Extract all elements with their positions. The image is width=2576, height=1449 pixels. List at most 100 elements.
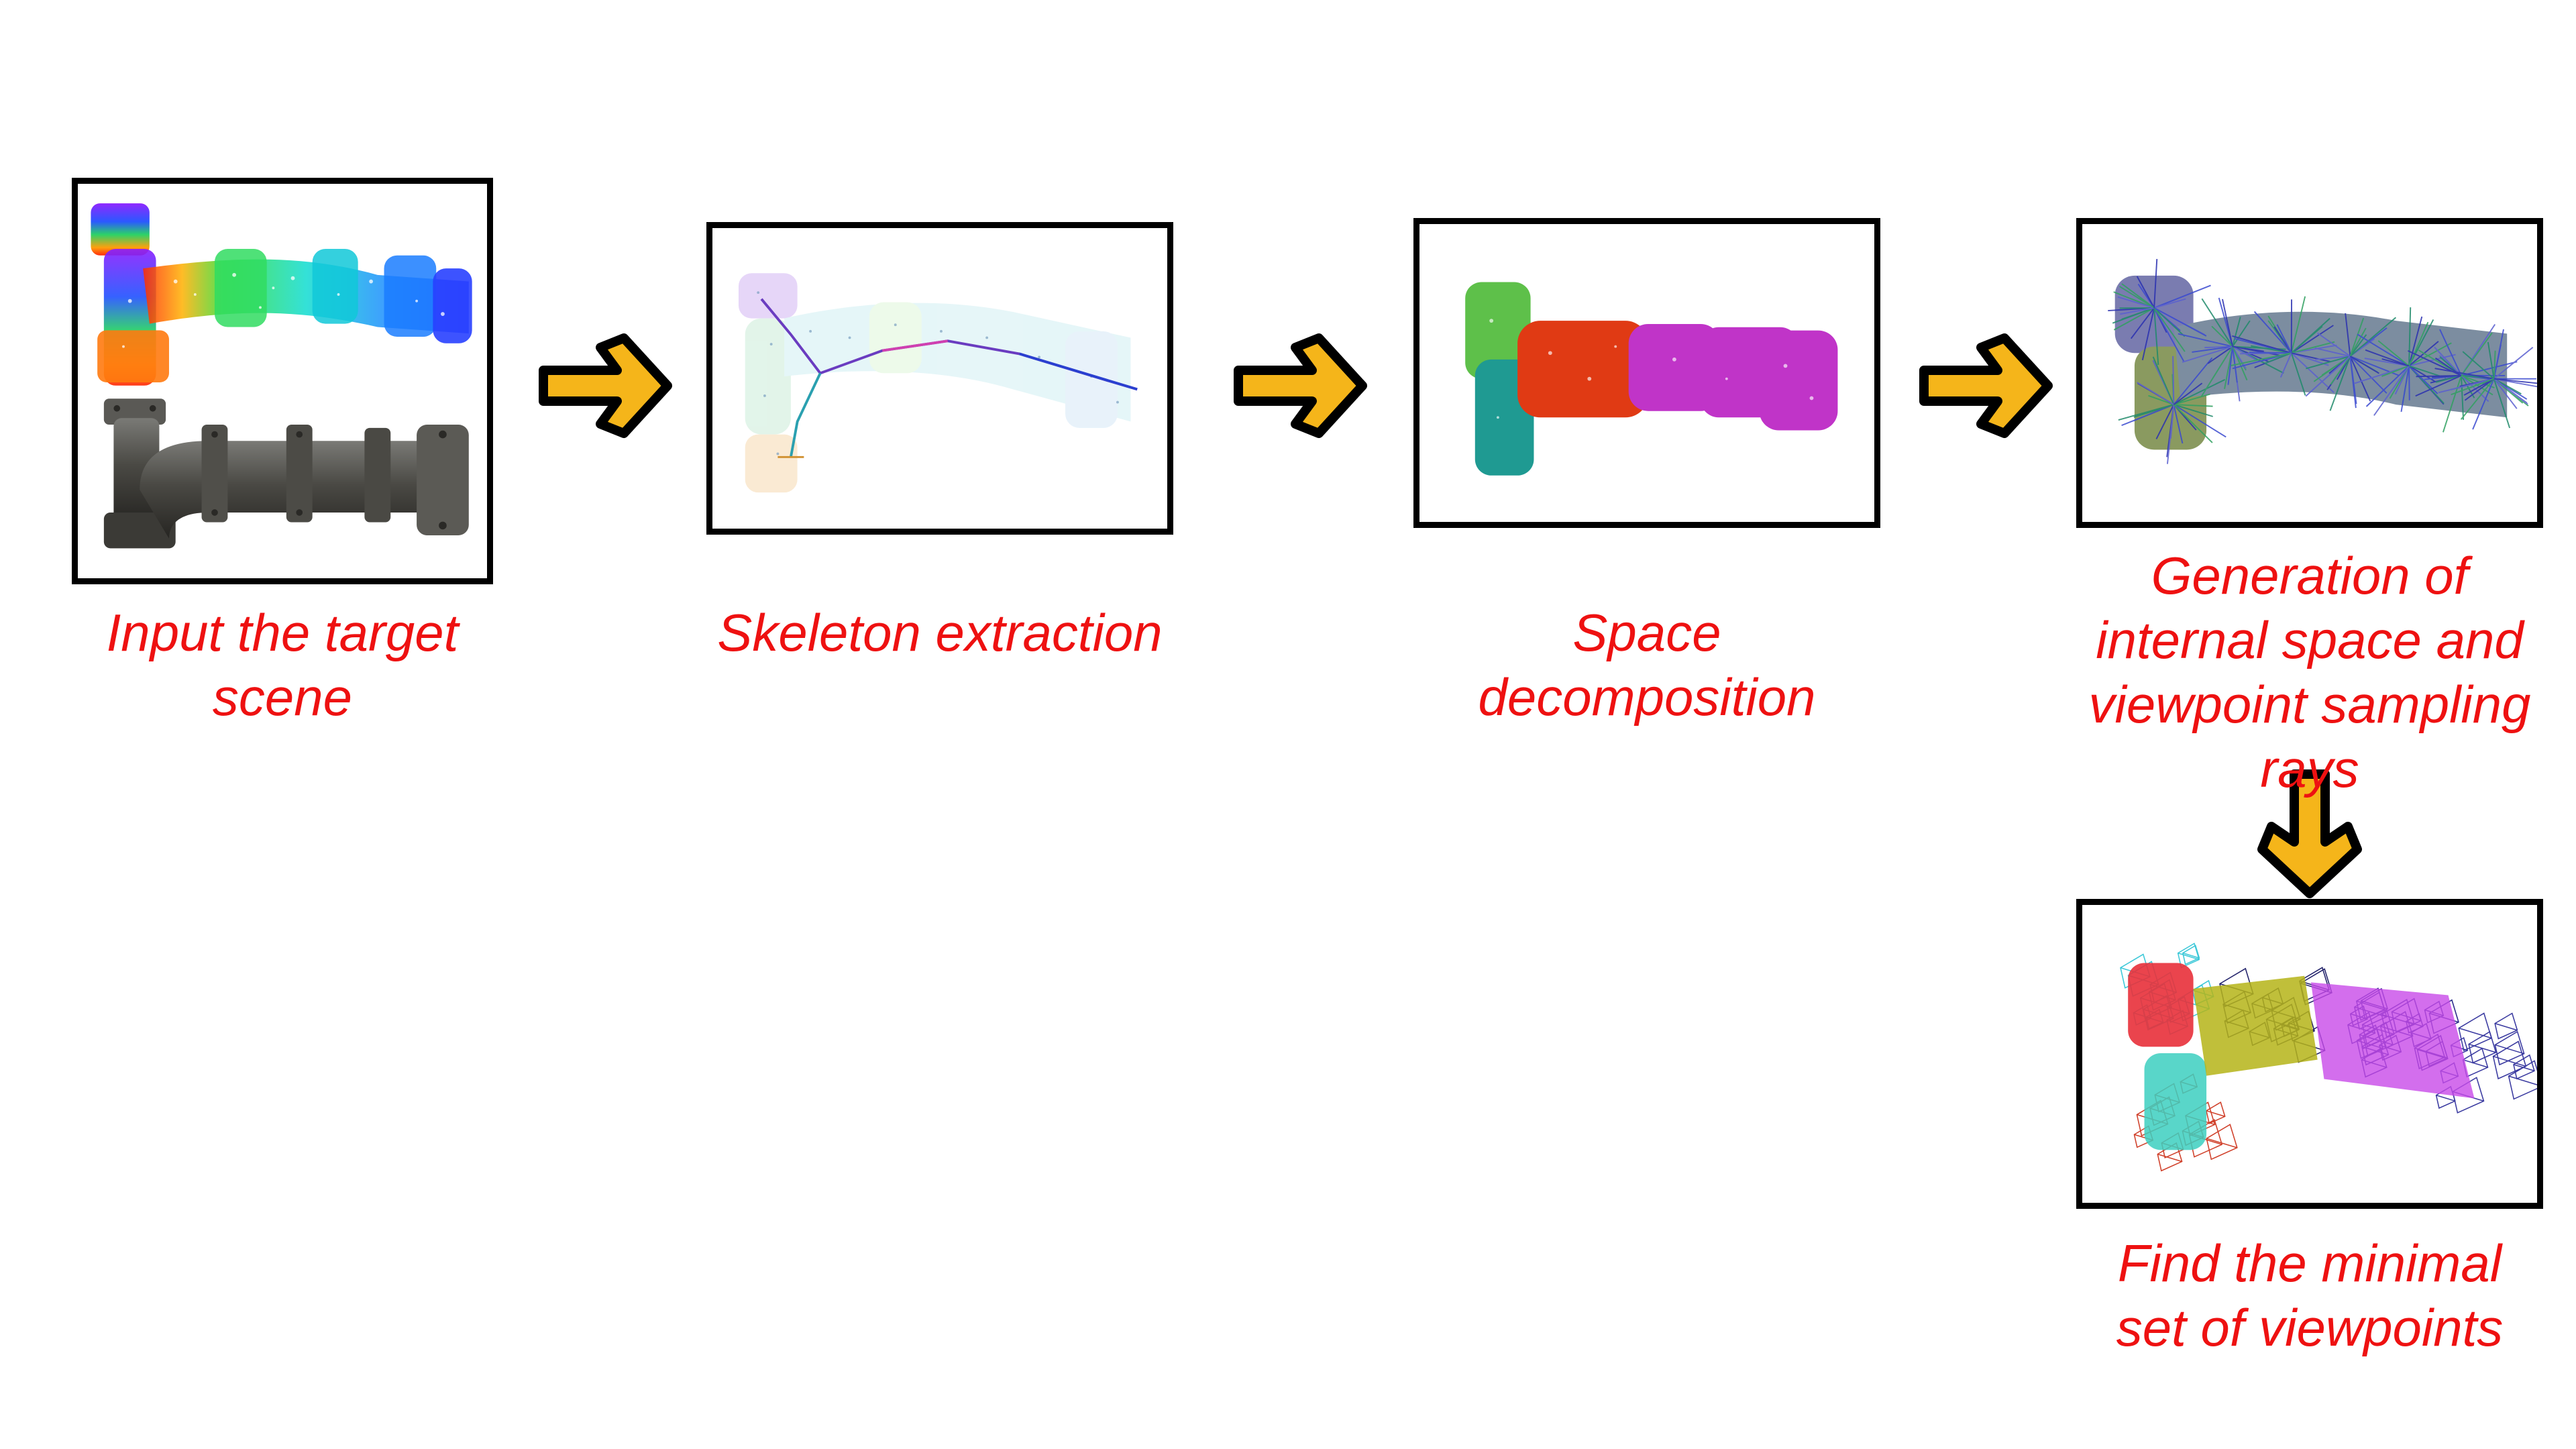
- sampling-ray: [2222, 299, 2234, 347]
- sampling-ray: [2493, 350, 2496, 379]
- sampling-ray: [2462, 351, 2495, 380]
- caption-input: Input the target scene: [106, 603, 459, 727]
- sampling-ray: [2173, 404, 2184, 444]
- sampling-ray: [2291, 341, 2335, 354]
- input-scene-image: [91, 203, 472, 549]
- sampling-ray: [2493, 378, 2518, 409]
- sampling-ray: [2250, 345, 2292, 354]
- sampling-ray: [2434, 368, 2494, 380]
- viewpoint-frustum-edge: [2206, 1110, 2225, 1117]
- sampling-ray: [2373, 365, 2410, 416]
- viewpoint-frustum: [2494, 1030, 2525, 1066]
- sampling-ray: [2174, 393, 2210, 406]
- sampling-ray: [2178, 333, 2233, 347]
- sampling-ray: [2276, 324, 2292, 354]
- minimal-viewpoints-panel: [2076, 899, 2543, 1209]
- sampling-ray: [2290, 352, 2306, 396]
- sampling-ray: [2173, 404, 2226, 438]
- sampling-ray: [2174, 404, 2213, 407]
- sampling-ray: [2400, 366, 2410, 413]
- sampling-ray: [2461, 375, 2465, 420]
- viewpoint-frustum-edge: [2494, 1022, 2518, 1031]
- arrow-right-2-icon: [1225, 329, 1373, 443]
- viewpoint-frustum-edge: [2508, 1075, 2537, 1085]
- sampling-ray: [2120, 307, 2155, 315]
- sampling-ray: [2291, 317, 2330, 354]
- sampling-ray: [2113, 307, 2155, 331]
- skeleton-image: [738, 273, 1138, 493]
- sampling-ray: [2231, 352, 2292, 366]
- sampling-ray: [2365, 365, 2410, 407]
- sampling-ray: [2290, 296, 2306, 354]
- sampling-ray: [2381, 358, 2410, 367]
- sampling-ray: [2173, 357, 2213, 405]
- sampling-ray: [2349, 317, 2365, 357]
- caption-generation: Generation of internal space and viewpoi…: [2088, 546, 2531, 798]
- viewpoint-frustum-edge: [2495, 1044, 2524, 1055]
- skeleton-panel: [706, 222, 1173, 535]
- sampling-ray: [2439, 329, 2462, 376]
- sampling-ray: [2349, 356, 2379, 374]
- viewpoint-frustum-edge: [2157, 1153, 2182, 1163]
- sampling-ray: [2137, 382, 2174, 405]
- sampling-ray: [2461, 332, 2493, 376]
- sampling-ray: [2211, 325, 2233, 347]
- sampling-ray: [2408, 365, 2438, 394]
- sampling-ray: [2173, 379, 2226, 405]
- sampling-ray: [2249, 352, 2292, 354]
- sampling-ray: [2291, 352, 2334, 393]
- sampling-ray: [2291, 325, 2334, 354]
- sampling-ray: [2152, 356, 2175, 405]
- sampling-ray: [2493, 347, 2534, 380]
- sampling-ray: [2493, 378, 2511, 429]
- sampling-ray: [2153, 307, 2186, 352]
- sampling-ray: [2201, 298, 2233, 347]
- sampling-ray: [2153, 284, 2211, 309]
- sampling-ray: [2435, 374, 2462, 383]
- sampling-ray: [2232, 335, 2292, 354]
- sampling-ray: [2182, 345, 2233, 363]
- sampling-ray: [2345, 313, 2351, 357]
- sampling-ray: [2117, 296, 2155, 309]
- sampling-ray: [2377, 340, 2410, 367]
- space-decomposition-panel: [1413, 218, 1880, 528]
- viewpoint-frustum: [2494, 1012, 2518, 1040]
- sampling-ray: [2315, 356, 2351, 360]
- sampling-ray: [2121, 404, 2174, 427]
- sampling-ray: [2264, 352, 2292, 364]
- viewpoint-frustum-edge: [2493, 1055, 2526, 1067]
- sampling-ray: [2316, 332, 2351, 357]
- sampling-ray: [2192, 345, 2233, 353]
- minimal-viewpoints-image: [2120, 943, 2537, 1172]
- sampling-ray: [2148, 394, 2174, 405]
- viewpoint-frustum: [2458, 1012, 2492, 1052]
- sampling-ray: [2207, 345, 2233, 364]
- sampling-ray: [2408, 307, 2412, 366]
- sampling-ray: [2461, 361, 2518, 376]
- sampling-ray: [2349, 356, 2371, 402]
- sampling-ray: [2434, 346, 2462, 376]
- sampling-ray: [2155, 404, 2175, 439]
- sampling-rays-image: [2108, 259, 2537, 464]
- viewpoint-frustum: [2206, 1124, 2238, 1161]
- sampling-ray: [2153, 307, 2207, 337]
- sampling-ray: [2493, 378, 2537, 384]
- sampling-ray: [2118, 404, 2174, 421]
- sampling-ray: [2232, 317, 2241, 347]
- sampling-ray: [2330, 356, 2351, 385]
- viewpoint-frustum: [2206, 1102, 2226, 1124]
- sampling-ray: [2408, 316, 2423, 366]
- sampling-ray: [2349, 356, 2387, 394]
- caption-skeleton: Skeleton extraction: [717, 603, 1163, 662]
- sampling-ray: [2172, 356, 2175, 405]
- sampling-ray: [2472, 378, 2495, 430]
- sampling-ray: [2306, 356, 2351, 370]
- sampling-ray: [2174, 404, 2214, 417]
- viewpoint-frustum-edge: [2436, 1094, 2455, 1102]
- sampling-ray: [2136, 276, 2155, 309]
- caption-minimal: Find the minimal set of viewpoints: [2116, 1234, 2504, 1357]
- space-decomposition-image: [1465, 282, 1838, 476]
- sampling-rays-panel: [2076, 218, 2543, 528]
- sampling-ray: [2408, 354, 2456, 367]
